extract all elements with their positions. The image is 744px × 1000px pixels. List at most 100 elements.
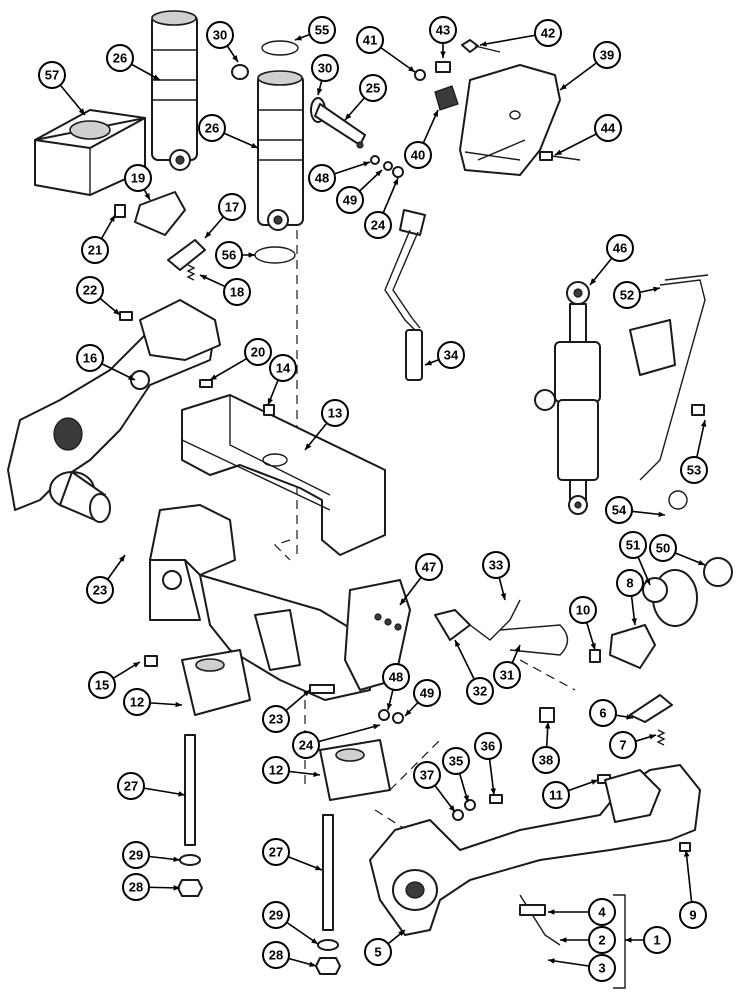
callout-number: 55 (315, 23, 329, 38)
leader-arrowhead (555, 149, 562, 155)
callout-circle (124, 164, 152, 192)
callout-49: 49 (336, 169, 383, 214)
callout-circle (198, 114, 226, 142)
callout-number: 4 (598, 905, 606, 920)
leader-arrowhead (78, 108, 85, 115)
callout-44: 44 (554, 114, 622, 156)
callout-5: 5 (364, 929, 406, 966)
callout-circle (76, 276, 104, 304)
callout-circle (308, 164, 336, 192)
callout-26: 26 (106, 44, 161, 81)
arm-5 (369, 764, 701, 946)
callout-number: 35 (449, 754, 463, 769)
callout-number: 36 (481, 739, 495, 754)
callout-number: 46 (613, 241, 627, 256)
callout-circle (613, 281, 641, 309)
callout-circle (123, 688, 151, 716)
callout-53: 53 (680, 419, 708, 484)
callout-circle (609, 731, 637, 759)
callout-40: 40 (404, 109, 439, 169)
callout-22: 22 (76, 276, 121, 316)
callout-21: 21 (81, 214, 116, 264)
callout-number: 9 (689, 908, 696, 923)
leader-arrowhead (392, 178, 398, 185)
frame-13 (181, 394, 386, 556)
cylinder-26-lower (257, 70, 304, 231)
callout-circle (359, 74, 387, 102)
callout-circle (81, 236, 109, 264)
cylinder-26-upper (151, 10, 198, 171)
callout-circle (532, 746, 560, 774)
callout-number: 51 (626, 538, 640, 553)
leader-arrowhead (311, 938, 318, 944)
bearing-12-lower (319, 739, 391, 801)
callout-38: 38 (532, 721, 560, 774)
stud-27-right (315, 814, 341, 975)
callout-number: 48 (389, 670, 403, 685)
leader-arrowhead (373, 724, 380, 730)
callout-number: 26 (113, 51, 127, 66)
leader-arrowhead (398, 930, 405, 937)
bolts-41-43-42-44 (414, 39, 581, 161)
callout-55: 55 (294, 16, 336, 44)
callout-circle (437, 341, 465, 369)
callout-17: 17 (204, 193, 246, 239)
callout-circle (215, 241, 243, 269)
callout-number: 26 (205, 121, 219, 136)
leader-arrowhead (560, 83, 567, 90)
callout-52: 52 (613, 281, 661, 309)
callout-number: 39 (600, 48, 614, 63)
leader-arrowhead (500, 593, 507, 600)
callout-46: 46 (589, 234, 634, 286)
callout-15: 15 (88, 661, 141, 699)
callout-number: 57 (45, 68, 59, 83)
callout-circle (619, 531, 647, 559)
callout-circle (415, 553, 443, 581)
leader-arrowhead (309, 961, 316, 967)
callout-29: 29 (122, 841, 181, 869)
callout-number: 41 (363, 33, 377, 48)
callout-circle (206, 21, 234, 49)
hook-pins-31-32-33 (434, 599, 569, 656)
callout-number: 12 (130, 695, 144, 710)
leader-arrowhead (626, 714, 633, 720)
callout-18: 18 (199, 274, 251, 306)
callout-number: 30 (318, 61, 332, 76)
leader-arrowhead (548, 958, 555, 964)
callout-circle (605, 496, 633, 524)
leader-arrowhead (173, 856, 180, 862)
leader-arrowhead (448, 805, 455, 812)
callout-number: 3 (598, 961, 605, 976)
callout-23: 23 (86, 554, 126, 604)
callout-number: 2 (598, 933, 605, 948)
callout-circle (269, 354, 297, 382)
callout-circle (76, 344, 104, 372)
callout-30: 30 (311, 54, 339, 96)
callout-number: 21 (88, 243, 102, 258)
leader-arrowhead (700, 420, 707, 427)
callout-circle (493, 661, 521, 689)
callout-31: 31 (493, 644, 521, 689)
callout-number: 24 (371, 218, 386, 233)
callout-circle (588, 926, 616, 954)
leader-arrowhead (590, 643, 596, 650)
callout-circle (86, 576, 114, 604)
callout-7: 7 (609, 731, 657, 759)
leader-arrowhead (375, 170, 382, 177)
callout-number: 28 (269, 948, 283, 963)
callout-28: 28 (262, 941, 317, 969)
callout-number: 19 (131, 171, 145, 186)
callout-number: 44 (601, 121, 616, 136)
callout-43: 43 (429, 16, 457, 58)
callout-10: 10 (569, 596, 597, 651)
callout-42: 42 (479, 19, 562, 47)
leader-arrowhead (455, 640, 461, 647)
leader-arrowhead (251, 142, 258, 148)
callout-circle (336, 186, 364, 214)
callout-number: 29 (269, 908, 283, 923)
leader-arrowhead (658, 511, 665, 518)
callout-circle (588, 898, 616, 926)
callout-circle (311, 54, 339, 82)
leader-arrowhead (205, 231, 212, 238)
leader-arrowhead (386, 703, 393, 710)
